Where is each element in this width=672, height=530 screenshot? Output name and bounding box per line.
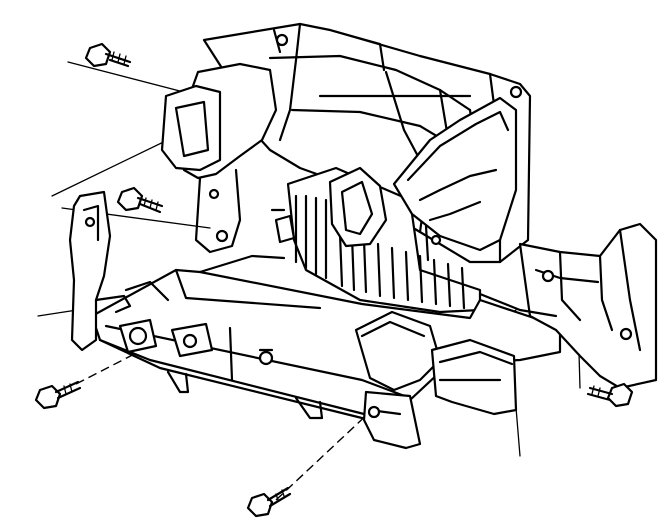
left-vent-duct [160,62,278,254]
right-edge-dash-structure [478,222,658,390]
bolt-bottom-left [34,380,82,410]
bolt-bottom-center-head-icon [246,492,274,518]
bolt-top-left [84,42,132,68]
bolt-middle-left-head-icon [116,186,144,212]
lower-right-blower-box [354,310,518,450]
leader-line-bottom-center-bolt [275,409,373,501]
bolt-bottom-left-head-icon [34,384,62,410]
bolt-bottom-right-head-icon [606,382,634,408]
bolt-middle-left [116,186,164,214]
center-core-body [270,166,482,314]
left-lower-bracket [68,190,132,352]
bolt-bottom-right [586,382,634,408]
bolt-bottom-center [246,486,292,518]
bolt-top-left-head-icon [84,42,112,68]
leader-line-left-bracket [51,133,181,197]
lower-case-frame [90,254,562,432]
right-side-bracket [392,96,518,262]
